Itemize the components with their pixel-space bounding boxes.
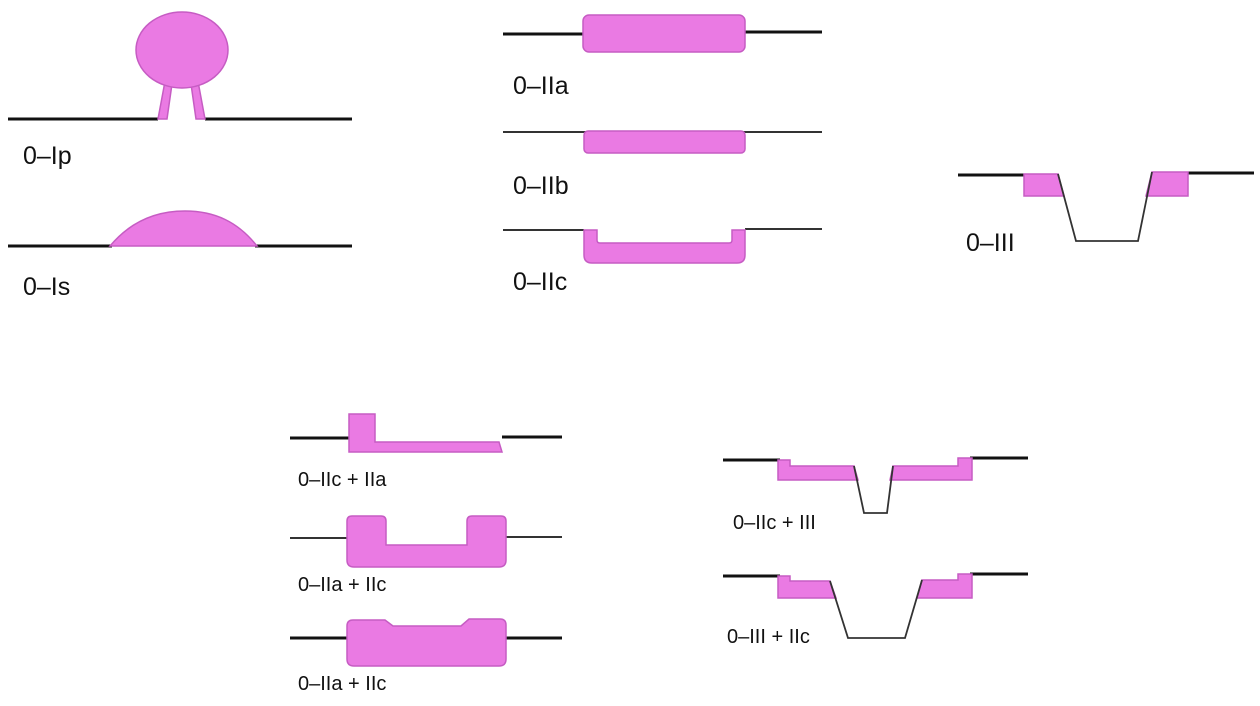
diagram-0-IIa-IIc-1 [290, 515, 562, 568]
label-0-IIa-IIc-2: 0–IIa + IIc [298, 673, 387, 695]
diagram-0-IIb [503, 130, 822, 154]
label-0-III: 0–III [966, 229, 1015, 257]
label-0-IIb: 0–IIb [513, 172, 569, 200]
label-0-Is: 0–Is [23, 273, 71, 301]
label-0-IIc-IIa: 0–IIc + IIa [298, 469, 387, 491]
diagram-0-IIc-III [723, 456, 1028, 514]
label-0-IIa-IIc-1: 0–IIa + IIc [298, 574, 387, 596]
diagram-0-IIa-IIc-2 [290, 618, 562, 667]
diagram-0-IIa [503, 14, 822, 53]
diagram-0-Ip [8, 11, 352, 121]
label-0-Ip: 0–Ip [23, 142, 72, 170]
diagram-0-Is [8, 210, 352, 248]
diagram-0-IIc [503, 228, 822, 264]
diagram-0-III-IIc [723, 572, 1028, 639]
diagram-0-IIc-IIa [290, 413, 562, 453]
label-0-IIc: 0–IIc [513, 268, 568, 296]
label-0-IIa: 0–IIa [513, 72, 569, 100]
diagram-0-III [958, 171, 1254, 242]
label-0-III-IIc: 0–III + IIc [727, 626, 810, 648]
label-0-IIc-III: 0–IIc + III [733, 512, 816, 534]
